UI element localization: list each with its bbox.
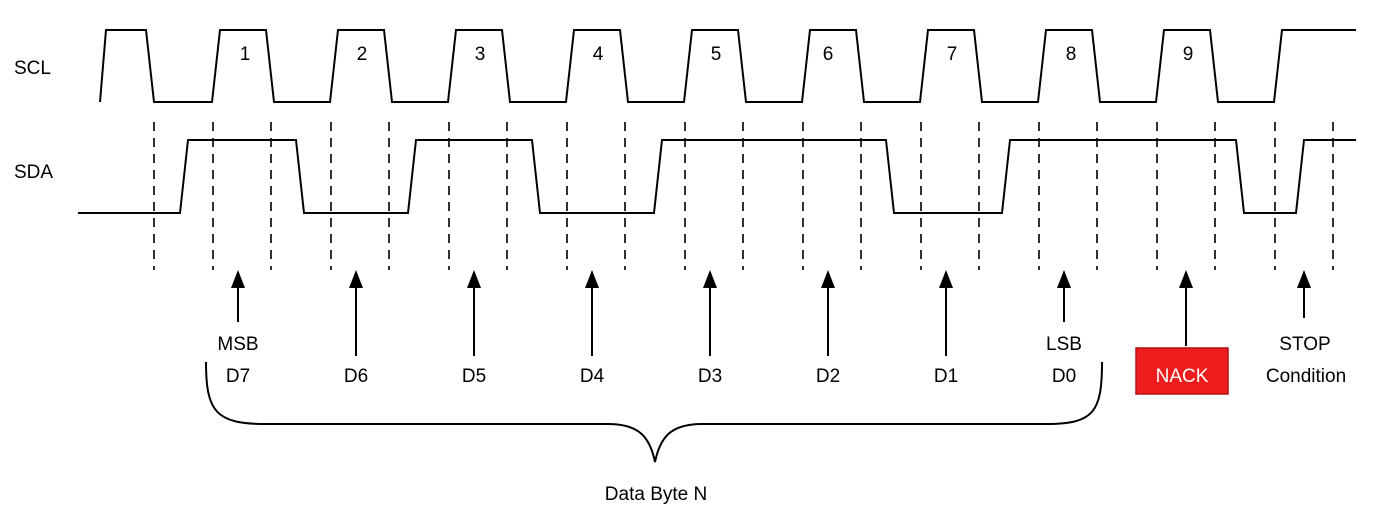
stop-condition-label: Condition — [1266, 366, 1346, 387]
bit-label-d2: D2 — [816, 366, 840, 387]
sample-arrow — [467, 270, 481, 356]
clock-pulse-number: 2 — [357, 44, 368, 65]
sample-arrows — [231, 270, 1311, 356]
bit-label-d4: D4 — [580, 366, 605, 387]
clock-pulse-number: 5 — [711, 44, 722, 65]
clock-pulse-number: 8 — [1066, 44, 1077, 65]
data-byte-caption: Data Byte N — [605, 484, 707, 505]
bit-label-d6: D6 — [344, 366, 368, 387]
guide-lines — [153, 122, 1334, 270]
clock-pulse-number: 3 — [475, 44, 486, 65]
nack-label: NACK — [1156, 366, 1209, 387]
sda-waveform — [78, 139, 1356, 214]
bit-label-d3: D3 — [698, 366, 722, 387]
nack-box — [1135, 347, 1229, 395]
stop-label: STOP — [1279, 334, 1330, 355]
bit-label-d5: D5 — [462, 366, 486, 387]
scl-waveform — [99, 29, 1356, 103]
clock-pulse-numbers: 1 2 3 4 5 6 7 8 9 — [240, 44, 1194, 65]
sda-label: SDA — [14, 162, 53, 183]
sample-arrow — [231, 270, 245, 322]
clock-pulse-number: 1 — [240, 44, 251, 65]
nack-badge: NACK — [1135, 347, 1229, 395]
sample-arrow — [939, 270, 953, 356]
clock-pulse-number: 9 — [1183, 44, 1194, 65]
bit-label-d1: D1 — [934, 366, 958, 387]
lsb-label: LSB — [1046, 334, 1082, 355]
sample-arrow — [349, 270, 363, 356]
sample-arrow — [1057, 270, 1071, 322]
sample-arrow — [703, 270, 717, 356]
sample-arrow — [821, 270, 835, 356]
clock-pulse-number: 7 — [947, 44, 958, 65]
bit-label-d0: D0 — [1052, 366, 1076, 387]
scl-label: SCL — [14, 58, 51, 79]
bit-label-d7: D7 — [226, 366, 250, 387]
sample-arrow — [1179, 270, 1193, 346]
sample-arrow — [1297, 270, 1311, 318]
bit-labels: MSB D7 D6 D5 D4 D3 D2 D1 LSB D0 — [217, 334, 1082, 387]
msb-label: MSB — [217, 334, 258, 355]
data-byte-brace — [205, 361, 1103, 463]
clock-pulse-number: 6 — [823, 44, 834, 65]
sample-arrow — [585, 270, 599, 356]
clock-pulse-number: 4 — [593, 44, 604, 65]
